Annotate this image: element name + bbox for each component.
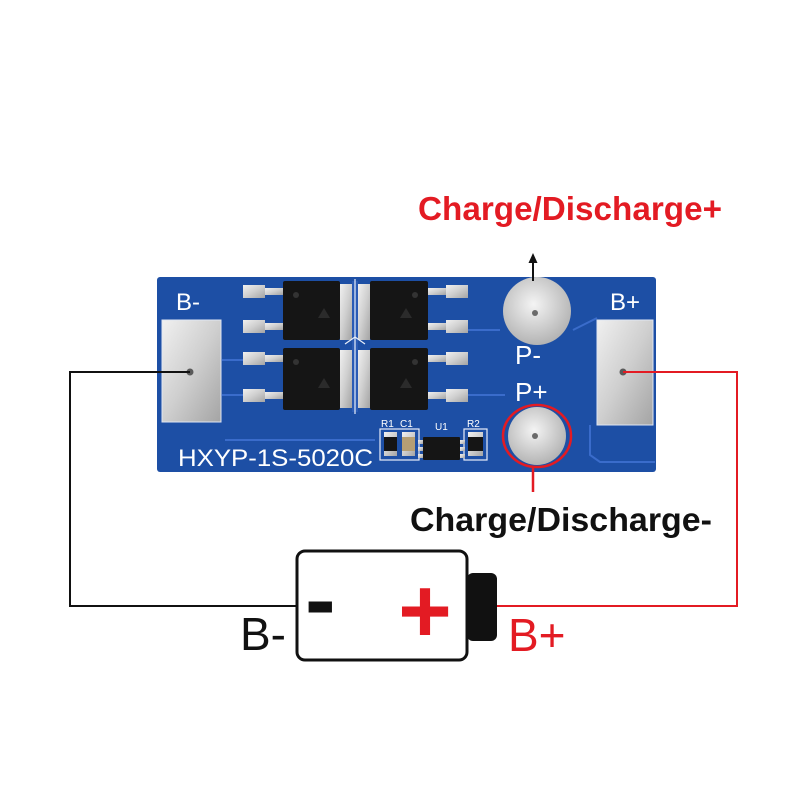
- mosfet-pin1-dot: [412, 292, 418, 298]
- silk-u1: U1: [435, 422, 448, 433]
- negative-wire: [69, 371, 297, 607]
- p-plus-solder-point: [532, 433, 538, 439]
- capacitor-body: [402, 437, 415, 451]
- mosfet-pin: [243, 389, 265, 402]
- mosfet-logo-icon: [400, 308, 412, 318]
- mosfet-pin: [446, 352, 468, 365]
- silk-outline: [379, 428, 420, 461]
- mosfet-lead: [265, 323, 283, 330]
- mosfet-pin: [446, 320, 468, 333]
- mosfet-lead: [265, 288, 283, 295]
- mosfet-body: [370, 348, 428, 410]
- mosfet-pin1-dot: [412, 359, 418, 365]
- mosfet-tab: [358, 284, 370, 340]
- mosfet-pin1-dot: [293, 292, 299, 298]
- capacitor-c1: [402, 432, 415, 456]
- pcb-traces: [222, 317, 655, 463]
- resistor-body: [384, 437, 397, 451]
- ic-pin: [460, 447, 465, 451]
- mosfet-top-left: [243, 281, 352, 340]
- mosfet-lead: [428, 392, 446, 399]
- battery-icon: - +: [295, 549, 497, 662]
- positive-wire: [497, 371, 738, 607]
- silk-p-plus: P+: [515, 377, 548, 407]
- mosfet-pin: [243, 320, 265, 333]
- silk-outline: [463, 428, 488, 461]
- resistor-r2: [468, 432, 483, 456]
- ic-pin: [418, 454, 423, 458]
- arrow-up-icon: [528, 253, 538, 281]
- trace: [589, 425, 655, 463]
- mosfet-tab: [340, 350, 352, 408]
- ic-u1: [418, 437, 465, 460]
- mosfet-pin: [243, 285, 265, 298]
- ic-pin: [418, 447, 423, 451]
- ic-pin: [460, 454, 465, 458]
- mosfet-tab: [340, 284, 352, 340]
- resistor-r1: [384, 432, 397, 456]
- mosfet-pin: [243, 352, 265, 365]
- silk-divider: [344, 336, 366, 345]
- charge-discharge-minus-label: Charge/Discharge-: [410, 501, 712, 538]
- mosfet-pin: [446, 285, 468, 298]
- ic-pin: [460, 440, 465, 444]
- trace: [572, 317, 598, 331]
- mosfet-pin: [446, 389, 468, 402]
- battery-minus-sign: -: [305, 549, 336, 651]
- silk-c1: C1: [400, 419, 413, 430]
- mosfet-body: [283, 348, 340, 410]
- battery-negative-label: B-: [240, 608, 286, 660]
- small-components: R1 C1 U1 R2: [379, 419, 488, 461]
- silk-r1: R1: [381, 419, 394, 430]
- mosfet-lead: [265, 392, 283, 399]
- mosfet-tab: [358, 350, 370, 408]
- mosfet-logo-icon: [318, 308, 330, 318]
- battery-positive-label: B+: [508, 609, 566, 661]
- battery-terminal: [467, 573, 497, 641]
- mosfet-lead: [265, 355, 283, 362]
- mosfet-pin1-dot: [293, 359, 299, 365]
- silk-b-plus: B+: [610, 289, 640, 316]
- mosfet-bottom-left: [243, 348, 352, 410]
- silk-b-minus: B-: [176, 289, 200, 316]
- mosfet-body: [370, 281, 428, 340]
- charge-discharge-plus-label: Charge/Discharge+: [418, 190, 722, 227]
- pcb-board: B- B+ P- P+ HXYP-1S-5020C: [157, 277, 656, 472]
- ic-pin: [418, 440, 423, 444]
- mosfet-lead: [428, 288, 446, 295]
- mosfet-top-right: [358, 281, 468, 340]
- mosfet-lead: [428, 323, 446, 330]
- arrow-head: [528, 253, 538, 263]
- battery-plus-sign: +: [398, 560, 452, 662]
- p-minus-solder-point: [532, 310, 538, 316]
- resistor-body: [468, 437, 483, 451]
- p-plus-highlight-ring: [501, 403, 573, 469]
- mosfet-bottom-right: [358, 348, 468, 410]
- board-model-number: HXYP-1S-5020C: [178, 445, 373, 472]
- silk-r2: R2: [467, 419, 480, 430]
- mosfet-lead: [428, 355, 446, 362]
- mosfet-logo-icon: [318, 378, 330, 388]
- ic-body: [423, 437, 460, 460]
- mosfet-body: [283, 281, 340, 340]
- mosfet-logo-icon: [400, 378, 412, 388]
- silk-p-minus: P-: [515, 340, 541, 370]
